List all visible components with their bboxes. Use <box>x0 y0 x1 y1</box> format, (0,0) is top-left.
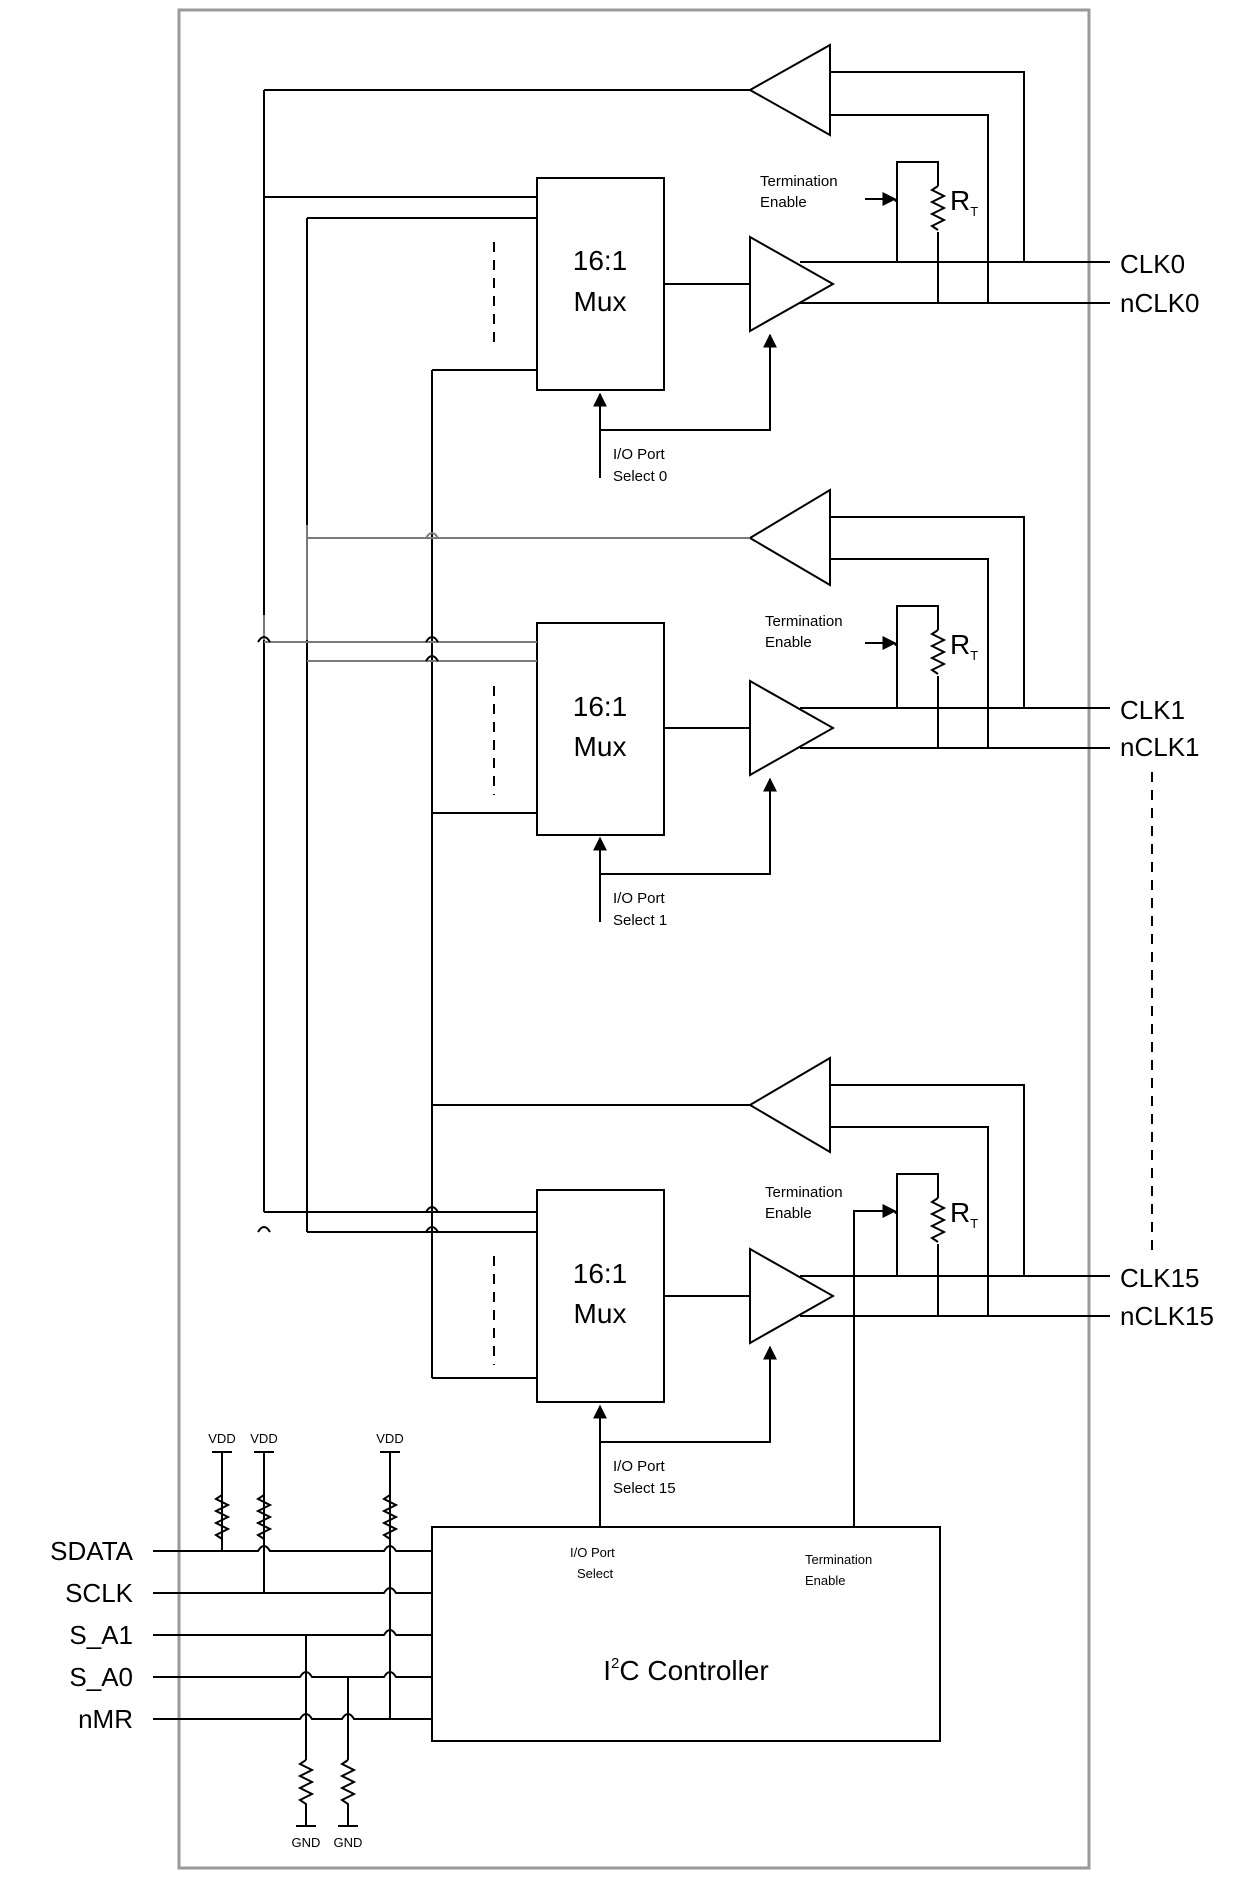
pin-clk0: CLK0 <box>1120 249 1185 279</box>
mux-label-1: 16:1 <box>573 691 628 722</box>
channel-1: 16:1 Mux Termination Enable RT I/O Port … <box>264 488 1200 929</box>
pin-sclk: SCLK <box>65 1578 134 1608</box>
receiver-15 <box>748 1056 831 1154</box>
sel-label-1a: I/O Port <box>613 890 666 907</box>
channel-15: 16:1 Mux Termination Enable RT I/O Port … <box>264 1056 1214 1527</box>
pin-nclk1: nCLK1 <box>1120 732 1200 762</box>
ctrl-sel-b: Select <box>577 1566 614 1581</box>
sel-label-0a: I/O Port <box>613 446 666 463</box>
channel-0: 16:1 Mux Termination Enable RT I/O Port … <box>264 43 1200 485</box>
receiver-0 <box>747 43 831 137</box>
input-pins: SDATA SCLK S_A1 S_A0 nMR VDD VDD VDD GND… <box>50 1431 432 1850</box>
sel-label-0b: Select 0 <box>613 468 667 485</box>
mux-label-0: 16:1 <box>573 245 628 276</box>
sel-label-15a: I/O Port <box>613 1458 666 1475</box>
receiver-1 <box>748 488 831 587</box>
term-label-1a: Termination <box>765 613 843 630</box>
pin-clk15: CLK15 <box>1120 1263 1200 1293</box>
driver-1 <box>749 679 836 777</box>
pin-clk1: CLK1 <box>1120 695 1185 725</box>
sel-label-1b: Select 1 <box>613 912 667 929</box>
pin-nclk15: nCLK15 <box>1120 1301 1214 1331</box>
mux-1 <box>536 622 665 836</box>
vdd-label-1: VDD <box>208 1431 235 1446</box>
term-label-1b: Enable <box>765 634 812 651</box>
vdd-label-3: VDD <box>376 1431 403 1446</box>
mux-type-0: Mux <box>574 286 627 317</box>
controller-box <box>431 1526 941 1742</box>
controller-name: I2C Controller <box>603 1655 769 1686</box>
pin-nmr: nMR <box>78 1704 133 1734</box>
mux-15 <box>536 1189 665 1403</box>
pin-nclk0: nCLK0 <box>1120 288 1200 318</box>
gnd-label-2: GND <box>334 1835 363 1850</box>
term-label-0b: Enable <box>760 194 807 211</box>
term-label-15b: Enable <box>765 1205 812 1222</box>
ctrl-term-a: Termination <box>805 1552 872 1567</box>
driver-15 <box>749 1247 836 1345</box>
mux-type-1: Mux <box>574 731 627 762</box>
driver-0 <box>749 235 836 333</box>
mux-0 <box>536 177 665 391</box>
pin-sa0: S_A0 <box>69 1662 133 1692</box>
chip-outline <box>177 8 1091 1870</box>
i2c-controller: I2C Controller I/O Port Select Terminati… <box>431 1526 941 1742</box>
pin-sa1: S_A1 <box>69 1620 133 1650</box>
rt-label-1: RT <box>950 629 978 663</box>
rt-label-15: RT <box>950 1197 978 1231</box>
bus-lines <box>263 90 433 1378</box>
ctrl-sel-a: I/O Port <box>570 1545 615 1560</box>
vdd-label-2: VDD <box>250 1431 277 1446</box>
mux-type-15: Mux <box>574 1298 627 1329</box>
term-label-0a: Termination <box>760 173 838 190</box>
ctrl-term-b: Enable <box>805 1573 845 1588</box>
sel-label-15b: Select 15 <box>613 1480 676 1497</box>
term-label-15a: Termination <box>765 1184 843 1201</box>
mux-label-15: 16:1 <box>573 1258 628 1289</box>
rt-label-0: RT <box>950 185 978 219</box>
gnd-label-1: GND <box>292 1835 321 1850</box>
crossovers <box>257 532 439 1233</box>
pin-sdata: SDATA <box>50 1536 133 1566</box>
